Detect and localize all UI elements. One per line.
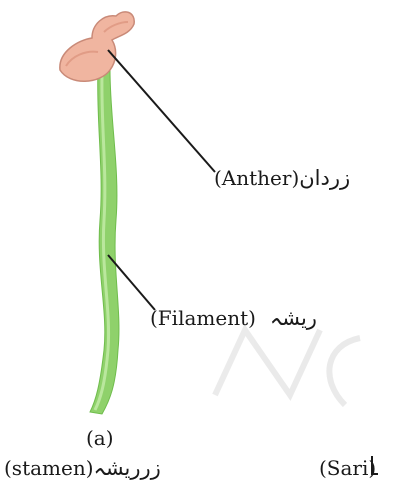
filament (90, 70, 119, 414)
part-letter-label: (a) (86, 426, 114, 450)
filament-label-en: (Filament) (150, 306, 256, 330)
filament-label: (Filament) ریشہ (150, 306, 317, 330)
anther-label-ur: زردان (299, 166, 350, 190)
anther-label: (Anther) زردان (214, 166, 350, 190)
anther-leader-line (108, 50, 215, 172)
sari-label: (Sari) (319, 456, 376, 480)
stamen-label: (stamen) زرریشہ (4, 456, 161, 480)
stamen-label-ur: زرریشہ (94, 456, 161, 480)
stamen-label-en: (stamen) (4, 456, 94, 480)
anther (60, 12, 134, 81)
watermark (215, 330, 360, 405)
filament-label-ur: ریشہ (270, 306, 317, 330)
anther-label-en: (Anther) (214, 166, 299, 190)
